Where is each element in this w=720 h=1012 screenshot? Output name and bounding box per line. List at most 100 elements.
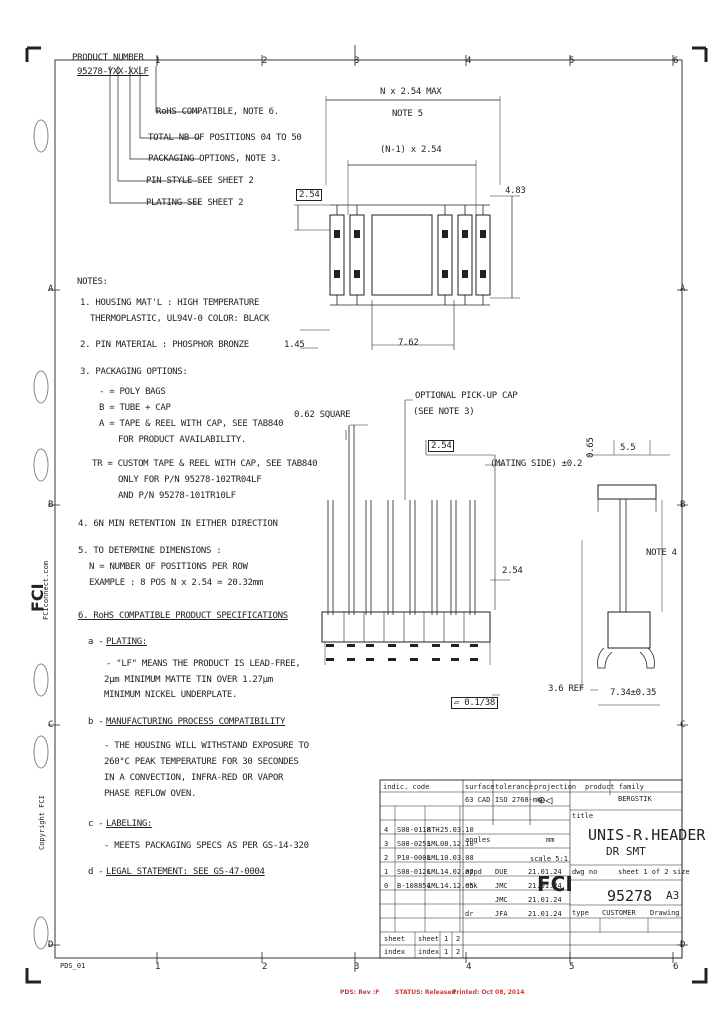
note-6c-title: LABELING: <box>106 819 153 829</box>
rev-row-1-by: LML <box>427 868 440 876</box>
dim-5-5: 5.5 <box>620 443 636 453</box>
tb-type-label: type <box>572 909 589 917</box>
tb-appd: appd <box>465 868 482 876</box>
tb-index-2: 2 <box>456 948 461 956</box>
note-1-line-1: 1. HOUSING MAT'L : HIGH TEMPERATURE <box>80 298 260 308</box>
note-2: 2. PIN MATERIAL : PHOSPHOR BRONZE <box>80 340 249 350</box>
dim-0-62-square: 0.62 SQUARE <box>294 410 351 420</box>
rev-row-0-idx: 0 <box>384 882 389 890</box>
tb-tolerance-value: ISO 2768-mK <box>495 796 542 804</box>
product-number: 95278-YXX-XXLF <box>77 67 149 77</box>
rev-row-0-ecn: B-108854 <box>397 882 431 890</box>
note-6d-title: LEGAL STATEMENT: SEE GS-47-0004 <box>106 867 265 877</box>
sign-2-date: 21.01.24 <box>528 882 562 890</box>
col-4-top: 4 <box>466 56 472 66</box>
note-5-line-1: 5. TO DETERMINE DIMENSIONS : <box>78 546 222 556</box>
tb-product-family: product family <box>585 783 645 791</box>
note-6b-line-3: IN A CONVECTION, INFRA-RED OR VAPOR <box>104 773 284 783</box>
product-number-label: PRODUCT NUMBER <box>72 53 144 63</box>
rev-row-3-date: 08.12.10 <box>440 840 474 848</box>
tb-projection: projection <box>534 783 577 791</box>
dim-0-65: 0.65 <box>586 437 596 458</box>
col-5-top: 5 <box>569 56 575 66</box>
sign-3-name: JMC <box>495 896 508 904</box>
title-block-frame <box>379 779 683 959</box>
optional-pickup-cap: OPTIONAL PICK-UP CAP <box>415 391 518 401</box>
note-6: 6. RoHS COMPATIBLE PRODUCT SPECIFICATION… <box>78 611 288 621</box>
callout-rohs: RoHS COMPATIBLE, NOTE 6. <box>156 107 279 117</box>
col-4-bottom: 4 <box>466 962 472 972</box>
note-6b-line-1: - THE HOUSING WILL WITHSTAND EXPOSURE TO <box>104 741 309 751</box>
tb-index: index <box>384 948 406 956</box>
tb-angles: angles <box>465 836 491 844</box>
row-b-left: B <box>48 500 54 510</box>
notes-title: NOTES: <box>77 277 108 287</box>
rev-row-1-ecn: S08-0126 <box>397 868 431 876</box>
note-3-opt-3: A = TAPE & REEL WITH CAP, SEE TAB840 <box>99 419 284 429</box>
tb-family-value: BERGSTIK <box>618 795 652 803</box>
col-6-top: 6 <box>673 56 679 66</box>
note-6a-line-2: 2μm MINIMUM MATTE TIN OVER 1.27μm <box>104 675 273 685</box>
dim-n-max: N x 2.54 MAX <box>380 87 442 97</box>
drawing-frame <box>54 59 683 959</box>
note-5-line-2: N = NUMBER OF POSITIONS PER ROW <box>89 562 248 572</box>
tb-surface: surface <box>465 783 495 791</box>
sign-2-name: JMC <box>495 882 508 890</box>
note-4-ref: NOTE 4 <box>646 548 677 558</box>
footer-pdm: PDS: Rev :F <box>340 989 380 996</box>
tb-surface-value: 63 CAD <box>465 796 491 804</box>
note-6d-marker: d - <box>88 867 104 877</box>
dim-note-5: NOTE 5 <box>392 109 423 119</box>
dim-2-54-top: 2.54 <box>296 189 323 201</box>
rev-row-2-date: 10.03.08 <box>440 854 474 862</box>
row-a-left: A <box>48 284 54 294</box>
tb-size: A3 <box>666 889 680 902</box>
tb-mm: mm <box>546 836 555 844</box>
tb-dwg-number: 95278 <box>607 887 653 905</box>
note-6c-line: - MEETS PACKAGING SPECS AS PER GS-14-320 <box>104 841 309 851</box>
tb-dr: dr <box>465 910 474 918</box>
sign-4-name: JFA <box>495 910 508 918</box>
rev-row-3-ecn: S08-0253 <box>397 840 431 848</box>
sign-1-date: 21.01.24 <box>528 868 562 876</box>
tb-sheet-2: 2 <box>456 935 461 943</box>
note-3-tr-3: AND P/N 95278-101TR10LF <box>118 491 236 501</box>
rev-row-4-by: RTH <box>427 826 440 834</box>
tb-chk: chk <box>465 882 478 890</box>
footer-status: STATUS: Released <box>395 989 456 996</box>
note-1-line-2: THERMOPLASTIC, UL94V-0 COLOR: BLACK <box>90 314 270 324</box>
callout-positions: TOTAL NB OF POSITIONS 04 TO 50 <box>148 133 302 143</box>
note-6a-marker: a - <box>88 637 104 647</box>
row-c-right: C <box>680 720 686 730</box>
col-3-bottom: 3 <box>354 962 360 972</box>
tb-sheet-1: 1 <box>444 935 449 943</box>
footer-printed: Printed: Oct 08, 2014 <box>452 989 525 996</box>
note-3-opt-4: FOR PRODUCT AVAILABILITY. <box>118 435 246 445</box>
mating-side-tol: (MATING SIDE) ±0.2 <box>490 459 583 469</box>
note-3: 3. PACKAGING OPTIONS: <box>80 367 188 377</box>
dim-2-54-vert: 2.54 <box>502 566 523 576</box>
sign-3-date: 21.01.24 <box>528 896 562 904</box>
copyright-side: Copyright FCI <box>38 795 46 850</box>
tb-index-1: 1 <box>444 948 449 956</box>
tb-indic-code: indic. code <box>383 783 430 791</box>
rev-row-4-date: 25.03.10 <box>440 826 474 834</box>
dim-1-45: 1.45 <box>284 340 305 350</box>
tb-title-2: DR SMT <box>606 845 646 858</box>
rev-row-0-by: LML <box>427 882 440 890</box>
note-3-opt-2: B = TUBE + CAP <box>99 403 171 413</box>
note-6a-line-1: - "LF" MEANS THE PRODUCT IS LEAD-FREE, <box>106 659 301 669</box>
note-3-tr-1: TR = CUSTOM TAPE & REEL WITH CAP, SEE TA… <box>92 459 318 469</box>
sign-1-name: DUE <box>495 868 508 876</box>
fci-web-side: FCIconnect.com <box>42 560 50 620</box>
tb-index-inline: index <box>418 948 440 956</box>
note-3-opt-1: - = POLY BAGS <box>99 387 166 397</box>
dim-3-6-ref: 3.6 REF <box>548 684 584 694</box>
tb-tolerance: tolerance <box>495 783 533 791</box>
note-4: 4. 6N MIN RETENTION IN EITHER DIRECTION <box>78 519 278 529</box>
rev-row-2-by: LML <box>427 854 440 862</box>
corner-label: PDS_01 <box>60 962 86 970</box>
tb-sheet-label: sheet 1 of 2 size <box>618 868 690 876</box>
fci-logo-titleblock: FCI <box>537 872 573 896</box>
